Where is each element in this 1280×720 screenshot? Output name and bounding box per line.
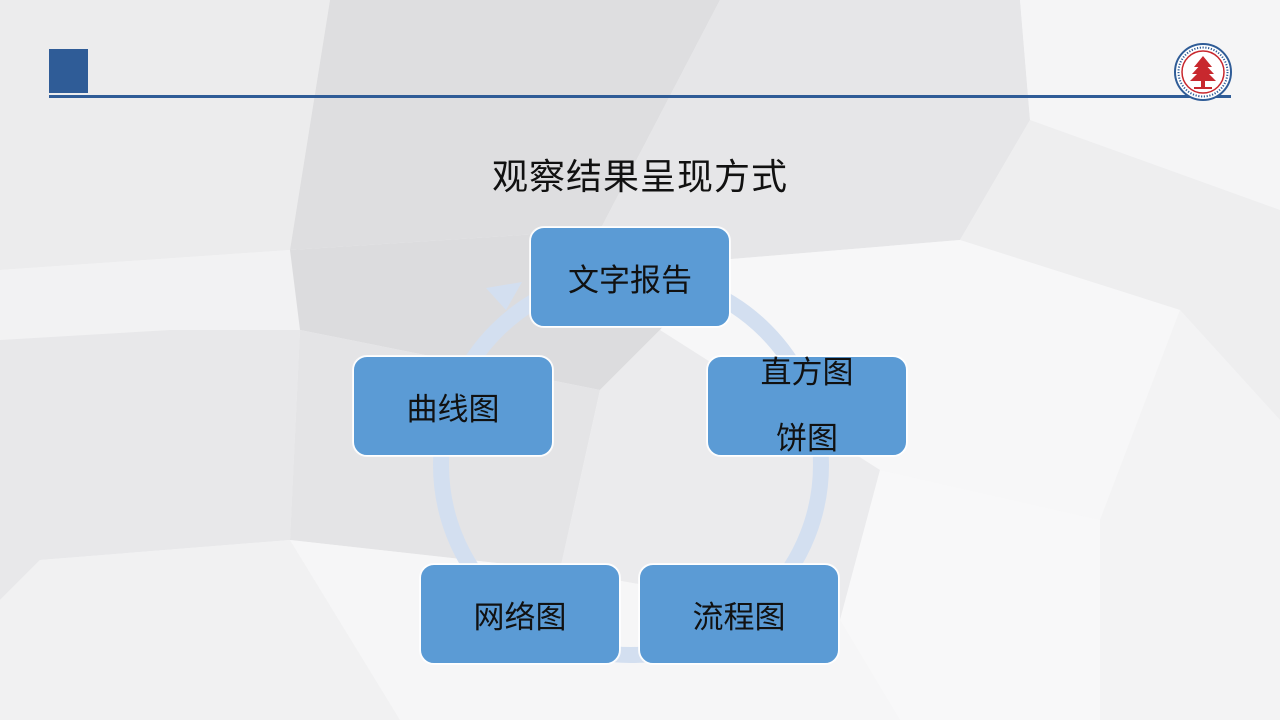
cycle-node-curve: 曲线图 (353, 356, 553, 456)
node-label: 文字报告 (568, 262, 692, 299)
node-label: 流程图 (692, 599, 786, 636)
header-divider (49, 95, 1231, 98)
cycle-node-flowchart: 流程图 (639, 564, 839, 664)
header-accent-square (49, 49, 88, 93)
node-label: 曲线图 (406, 391, 500, 428)
university-seal-icon (1174, 43, 1232, 101)
cycle-arrowhead (486, 282, 522, 310)
node-label-line-1: 直方图 (760, 355, 854, 391)
node-label: 网络图 (473, 599, 567, 636)
cycle-node-network: 网络图 (420, 564, 620, 664)
slide-title: 观察结果呈现方式 (491, 157, 788, 198)
node-label-line-2: 饼图 (776, 421, 838, 457)
cycle-node-text-report: 文字报告 (530, 227, 730, 327)
cycle-node-histogram-pie: 直方图 饼图 (707, 356, 907, 456)
